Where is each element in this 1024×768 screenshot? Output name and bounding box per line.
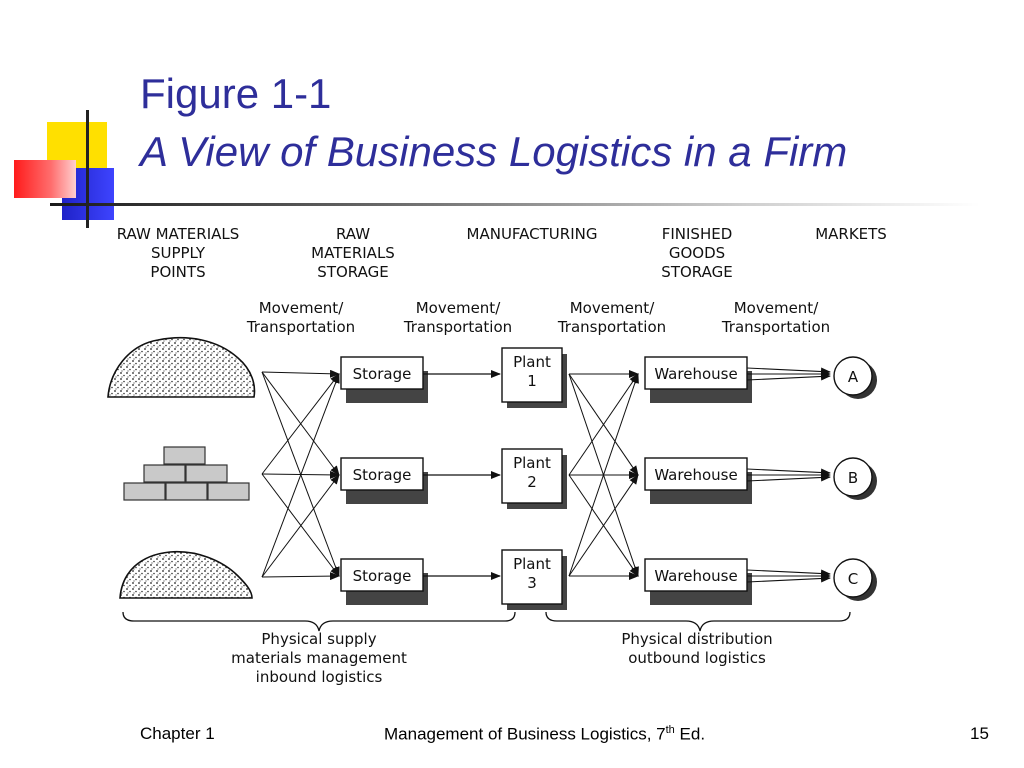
market-arrow-3-1 [746,569,831,578]
market-circle-2 [833,457,873,497]
header-finished-storage-line-3: STORAGE [661,263,732,281]
market-arrow-3-3 [746,574,831,583]
header-finished-storage-line-2: GOODS [669,244,725,262]
supply-flow-arrow-3-2 [261,474,340,578]
market-circle-3 [833,558,873,598]
market-arrow-1-3 [746,372,831,381]
footer-edition-suffix: Ed. [674,724,706,744]
distribution-brace [545,611,851,632]
market-label-2: B [848,469,858,487]
supply-flow-arrow-3-1 [261,373,340,578]
storage-box-3 [340,558,424,592]
brick-3 [185,464,228,483]
header-manufacturing-line-1: MANUFACTURING [467,225,598,243]
warehouse-label-3: Warehouse [654,567,737,585]
plant-label-2: Plant [513,454,551,472]
slide-title: Figure 1-1 [140,70,332,117]
distribution-flow-arrow-3-1 [568,373,639,577]
movement-label-4-line-2: Transportation [721,318,830,336]
header-finished-storage-line-1: FINISHED [662,225,733,243]
footer-edition-sup: th [665,724,675,736]
distribution-brace-label-line-1: Physical distribution [621,630,772,648]
warehouse-label-2: Warehouse [654,466,737,484]
supply-brace-label-line-3: inbound logistics [256,668,383,686]
movement-label-2-line-2: Transportation [403,318,512,336]
market-arrow-2-1 [746,468,831,477]
movement-label-1-line-1: Movement/ [259,299,344,317]
supply-brace-label-line-1: Physical supply [261,630,376,648]
corner-vertical-line [86,110,89,228]
plant-box-2 [501,448,563,504]
movement-label-2-line-1: Movement/ [416,299,501,317]
corner-red-square [14,160,76,198]
distribution-brace-label-line-2: outbound logistics [628,649,766,667]
plant-number-1: 1 [527,372,537,390]
market-circle-1 [833,356,873,396]
distribution-flow-arrow-3-2 [568,474,639,577]
brick-5 [165,482,208,501]
storage-label-3: Storage [353,567,412,585]
brick-4 [123,482,166,501]
brick-6 [207,482,250,501]
raw-material-pile-3 [119,550,253,599]
supply-brace [122,611,516,632]
header-raw-storage-line-2: MATERIALS [311,244,395,262]
brick-2 [143,464,186,483]
header-raw-supply-line-3: POINTS [150,263,205,281]
supply-flow-arrow-2-1 [261,373,340,475]
storage-label-1: Storage [353,365,412,383]
header-raw-storage-line-1: RAW [336,225,370,243]
warehouse-box-1 [644,356,748,390]
movement-label-3-line-1: Movement/ [570,299,655,317]
supply-flow-arrow-1-1 [261,369,340,378]
storage-label-2: Storage [353,466,412,484]
storage-box-1 [340,356,424,390]
warehouse-box-2 [644,457,748,491]
market-label-1: A [848,368,859,386]
footer-book-title: Management of Business Logistics, 7th Ed… [384,724,705,745]
movement-label-3-line-2: Transportation [557,318,666,336]
supply-flow-arrow-2-3 [261,473,340,577]
supply-flow-arrow-3-3 [261,572,340,581]
header-raw-supply-line-2: SUPPLY [151,244,206,262]
plant-number-2: 2 [527,473,537,491]
plant-box-3 [501,549,563,605]
header-raw-supply-line-1: RAW MATERIALS [117,225,240,243]
movement-label-4-line-1: Movement/ [734,299,819,317]
header-markets-line-1: MARKETS [815,225,887,243]
plant-label-1: Plant [513,353,551,371]
movement-label-1-line-2: Transportation [246,318,355,336]
slide-subtitle: A View of Business Logistics in a Firm [140,128,848,175]
title-rule [50,203,980,206]
footer-chapter: Chapter 1 [140,724,215,743]
distribution-flow-arrow-2-1 [568,373,639,476]
plant-box-1 [501,347,563,403]
supply-brace-label-line-2: materials management [231,649,407,667]
footer-book-title-text: Management of Business Logistics, 7 [384,724,666,744]
footer-page-number: 15 [970,724,989,743]
market-label-3: C [848,570,858,588]
plant-label-3: Plant [513,555,551,573]
header-raw-storage-line-3: STORAGE [317,263,388,281]
brick-1 [163,446,206,465]
raw-material-pile-1 [107,337,256,398]
market-arrow-1-1 [746,367,831,376]
warehouse-label-1: Warehouse [654,365,737,383]
warehouse-box-3 [644,558,748,592]
plant-number-3: 3 [527,574,537,592]
market-arrow-2-3 [746,473,831,482]
storage-box-2 [340,457,424,491]
